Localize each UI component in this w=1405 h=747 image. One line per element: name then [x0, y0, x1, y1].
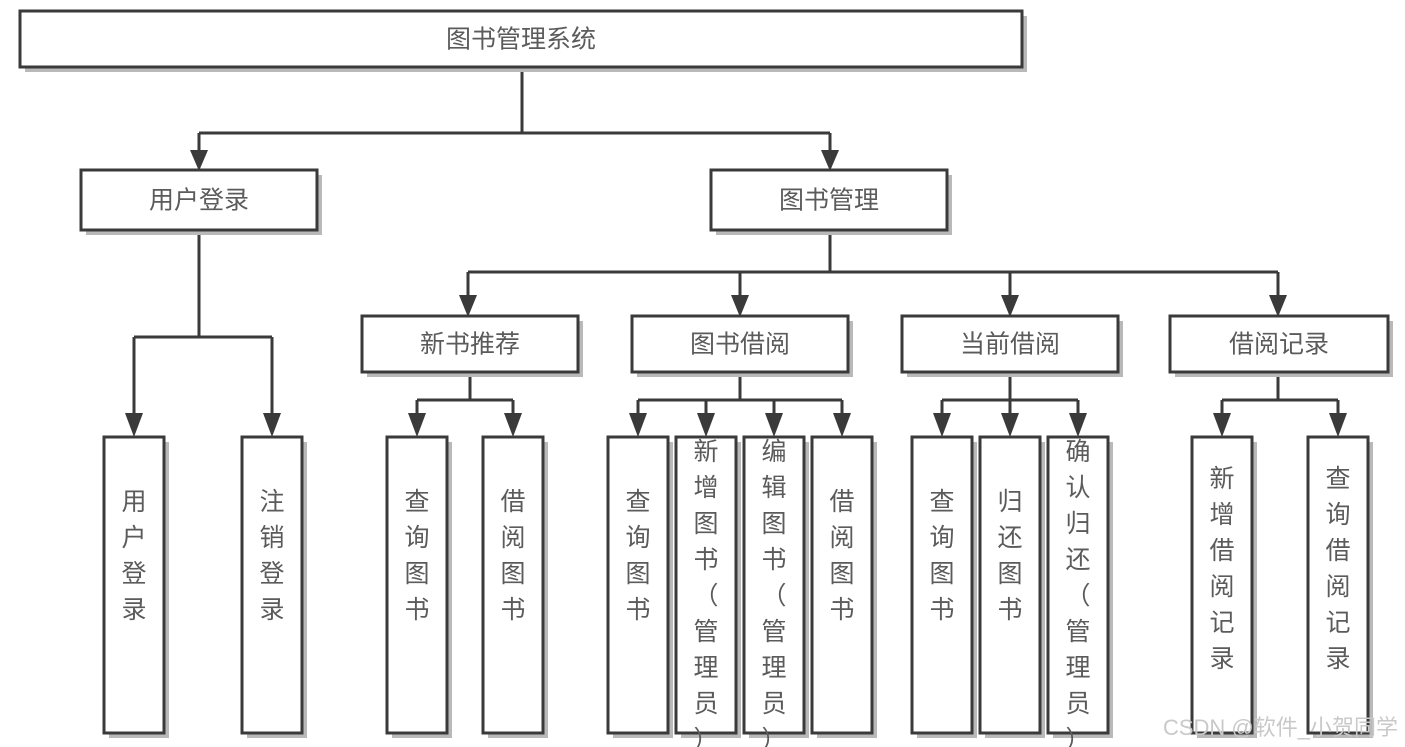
arrow-head-leaf-record-query	[1329, 413, 1347, 437]
node-new-book-recommend-label: 新书推荐	[420, 331, 520, 359]
node-book-management-box[interactable]	[709, 168, 949, 232]
leaf-logout[interactable]: 注销登录	[240, 435, 307, 738]
arrow-head-leaf-current-confirm	[1069, 413, 1087, 437]
arrow-head-leaf-current-query	[933, 413, 951, 437]
node-user-login-box[interactable]	[79, 168, 319, 232]
leaf-borrow-edit-book[interactable]: 编辑图书（管理员）	[742, 435, 809, 747]
node-borrow-record[interactable]: 借阅记录	[1168, 314, 1393, 377]
leaf-newbook-query-book-box[interactable]	[385, 435, 449, 735]
arrow-head-leaf-user-login	[125, 413, 143, 437]
leaf-logout-label: 注销登录	[259, 488, 284, 624]
leaf-user-login[interactable]: 用户登录	[102, 435, 169, 738]
node-new-book-recommend-box[interactable]	[360, 314, 580, 374]
arrow-head-leaf-borrow-query	[629, 413, 647, 437]
arrow-head-bookmgmt	[821, 150, 839, 171]
arrow-head-newbook	[459, 295, 477, 317]
leaf-record-add-label: 新增借阅记录	[1209, 465, 1234, 673]
leaf-record-query-label: 查询借阅记录	[1325, 465, 1350, 673]
leaf-borrow-query-book-box[interactable]	[606, 435, 670, 735]
leaf-current-confirm-return-box[interactable]	[1046, 435, 1110, 735]
arrow-head-leaf-logout	[263, 413, 281, 437]
leaf-user-login-box[interactable]	[102, 435, 166, 735]
leaf-record-add[interactable]: 新增借阅记录	[1190, 435, 1257, 738]
leaf-logout-box[interactable]	[240, 435, 304, 735]
arrow-head-leaf-newbook-borrow	[504, 413, 522, 437]
leaf-borrow-edit-book-label: 编辑图书（管理员）	[761, 438, 786, 747]
leaf-current-confirm-return-label: 确认归还（管理员）	[1065, 438, 1090, 747]
node-book-borrow[interactable]: 图书借阅	[630, 314, 853, 377]
leaf-current-query-book[interactable]: 查询图书	[910, 435, 977, 738]
watermark-label: CSDN @软件_小贺同学	[1163, 715, 1398, 740]
leaf-newbook-borrow-book[interactable]: 借阅图书	[481, 435, 548, 738]
connector-layer	[125, 68, 1347, 437]
leaf-record-add-box[interactable]	[1190, 435, 1254, 735]
node-user-login-label: 用户登录	[149, 187, 249, 215]
arrow-head-leaf-newbook-query	[408, 413, 426, 437]
leaf-borrow-edit-book-box[interactable]	[742, 435, 806, 735]
node-root-label: 图书管理系统	[446, 26, 596, 54]
leaf-current-return-book-box[interactable]	[978, 435, 1042, 735]
leaf-newbook-query-book[interactable]: 查询图书	[385, 435, 452, 738]
leaf-current-query-book-box[interactable]	[910, 435, 974, 735]
leaf-newbook-borrow-book-label: 借阅图书	[500, 488, 525, 624]
leaf-record-query-box[interactable]	[1306, 435, 1370, 735]
leaf-current-return-book-label: 归还图书	[997, 488, 1022, 624]
node-root[interactable]: 图书管理系统	[18, 9, 1027, 72]
arrow-head-leaf-record-add	[1213, 413, 1231, 437]
node-current-borrow[interactable]: 当前借阅	[900, 314, 1123, 377]
leaf-current-return-book[interactable]: 归还图书	[978, 435, 1045, 738]
node-current-borrow-label: 当前借阅	[960, 331, 1060, 359]
leaf-borrow-lend-book-label: 借阅图书	[829, 488, 854, 624]
leaf-borrow-lend-book[interactable]: 借阅图书	[810, 435, 877, 738]
leaf-borrow-query-book[interactable]: 查询图书	[606, 435, 673, 738]
node-new-book-recommend[interactable]: 新书推荐	[360, 314, 583, 377]
leaf-borrow-add-book[interactable]: 新增图书（管理员）	[674, 435, 741, 747]
arrow-head-leaf-borrow-add	[697, 413, 715, 437]
leaf-newbook-borrow-book-box[interactable]	[481, 435, 545, 735]
leaf-record-query[interactable]: 查询借阅记录	[1306, 435, 1373, 738]
arrow-head-userlogin	[190, 150, 208, 171]
arrow-head-current	[1001, 295, 1019, 317]
node-book-management-label: 图书管理	[779, 187, 879, 215]
node-borrow-record-box[interactable]	[1168, 314, 1390, 374]
leaf-borrow-lend-book-box[interactable]	[810, 435, 874, 735]
arrow-head-leaf-borrow-lend	[833, 413, 851, 437]
arrow-head-leaf-borrow-edit	[765, 413, 783, 437]
leaf-current-confirm-return[interactable]: 确认归还（管理员）	[1046, 435, 1113, 747]
node-book-borrow-box[interactable]	[630, 314, 850, 374]
leaf-user-login-label: 用户登录	[121, 488, 146, 624]
node-borrow-record-label: 借阅记录	[1229, 331, 1329, 359]
leaf-borrow-add-book-label: 新增图书（管理员）	[693, 438, 718, 747]
leaf-borrow-query-book-label: 查询图书	[625, 488, 650, 624]
node-user-login[interactable]: 用户登录	[79, 168, 322, 235]
arrow-head-leaf-current-return	[1001, 413, 1019, 437]
leaf-current-query-book-label: 查询图书	[929, 488, 954, 624]
arrow-head-record	[1269, 295, 1287, 317]
node-book-management[interactable]: 图书管理	[709, 168, 952, 235]
leaf-borrow-add-book-box[interactable]	[674, 435, 738, 735]
leaf-newbook-query-book-label: 查询图书	[404, 488, 429, 624]
node-root-box[interactable]	[18, 9, 1024, 69]
arrow-head-borrow	[731, 295, 749, 317]
node-book-borrow-label: 图书借阅	[690, 331, 790, 359]
node-current-borrow-box[interactable]	[900, 314, 1120, 374]
